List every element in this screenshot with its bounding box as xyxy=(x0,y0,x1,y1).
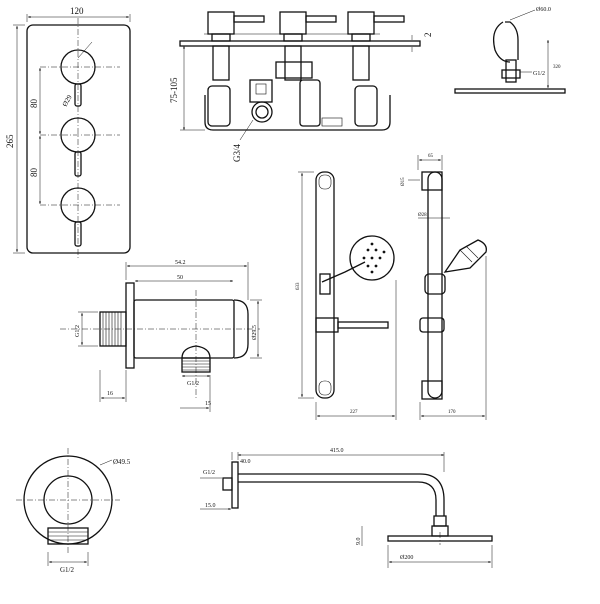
slide-rail-side-bracket-label: Ø15 xyxy=(401,177,406,186)
valve-depth-label: 75-105 xyxy=(169,77,179,103)
wall-elbow-front-view: Ø49.5 G1/2 xyxy=(16,448,131,574)
shower-head-dia-label: Ø60.0 xyxy=(536,7,551,13)
valve-inlet-port xyxy=(251,101,273,123)
valve-body-view: 2 75-105 G3/4 xyxy=(169,11,433,163)
valve-height-label: 265 xyxy=(5,134,15,148)
wall-elbow-flange xyxy=(125,282,135,369)
hand-shower-head xyxy=(349,235,395,281)
slide-rail-bar xyxy=(315,171,335,399)
shower-arm-thread-label: G1/2 xyxy=(203,470,215,476)
valve-width-label: 120 xyxy=(70,6,84,16)
valve-mounting-plate xyxy=(179,40,421,47)
slide-rail-front-view: 633 227 xyxy=(296,171,397,420)
valve-spacing-bottom-label: 80 xyxy=(29,168,39,178)
slide-rail-side-top-label: 65 xyxy=(428,154,434,159)
valve-inlet-label: G3/4 xyxy=(232,144,242,163)
slide-rail-side-view: 65 Ø15 Ø28 170 xyxy=(401,154,487,420)
shower-arm-head-dia-label: Ø200 xyxy=(400,555,413,561)
shower-arm-tube xyxy=(238,473,445,516)
shower-arm-head-height-label: 9.0 xyxy=(356,538,362,546)
valve-spacing-top-label: 80 xyxy=(29,99,39,109)
slide-rail-side-bar xyxy=(427,171,443,399)
valve-knob-dia-label: Ø29 xyxy=(61,93,74,108)
wall-elbow-dia-label: Ø29.5 xyxy=(252,325,258,340)
shower-arm-length-label: 415.0 xyxy=(330,448,344,454)
wall-elbow-flange-label: 16 xyxy=(107,391,113,397)
shower-arm-flange-depth-label: 15.0 xyxy=(205,503,216,509)
slide-rail-width-label: 227 xyxy=(350,410,358,415)
hand-shower-side xyxy=(443,239,487,273)
wall-elbow-offset-label: 15 xyxy=(205,401,211,407)
wall-elbow-length-total-label: 54.2 xyxy=(175,260,186,266)
valve-front-view: 120 265 80 80 Ø29 xyxy=(5,6,131,258)
valve-gap-label: 2 xyxy=(423,33,433,38)
shower-arm-flange xyxy=(231,461,239,509)
wall-elbow-front-dia-label: Ø49.5 xyxy=(113,458,131,466)
shower-arm-flange-dia-label: 40.0 xyxy=(240,459,251,465)
slide-rail-height-label: 633 xyxy=(296,282,301,290)
wall-elbow-side-view: 54.2 50 G1/2 Ø29.5 G1/2 16 15 xyxy=(60,260,262,412)
slide-rail-side-rail-dia-label: Ø28 xyxy=(418,213,427,218)
valve-plate-outline xyxy=(26,24,131,254)
wall-elbow-thread-bottom-label: G1/2 xyxy=(187,381,199,387)
shower-head-plate xyxy=(454,88,566,94)
wall-elbow-length-body-label: 50 xyxy=(177,275,183,281)
shower-head-thread-label: G1/2 xyxy=(533,71,545,77)
shower-head-side-view: Ø60.0 G1/2 320 xyxy=(454,7,566,94)
shower-head-height-label: 320 xyxy=(553,65,561,70)
shower-arm-view: G1/2 40.0 415.0 15.0 9.0 Ø200 xyxy=(200,448,493,568)
slide-rail-side-depth-label: 170 xyxy=(448,410,456,415)
wall-elbow-thread-left-label: G1/2 xyxy=(75,325,81,337)
wall-elbow-front-thread-label: G1/2 xyxy=(60,566,75,574)
